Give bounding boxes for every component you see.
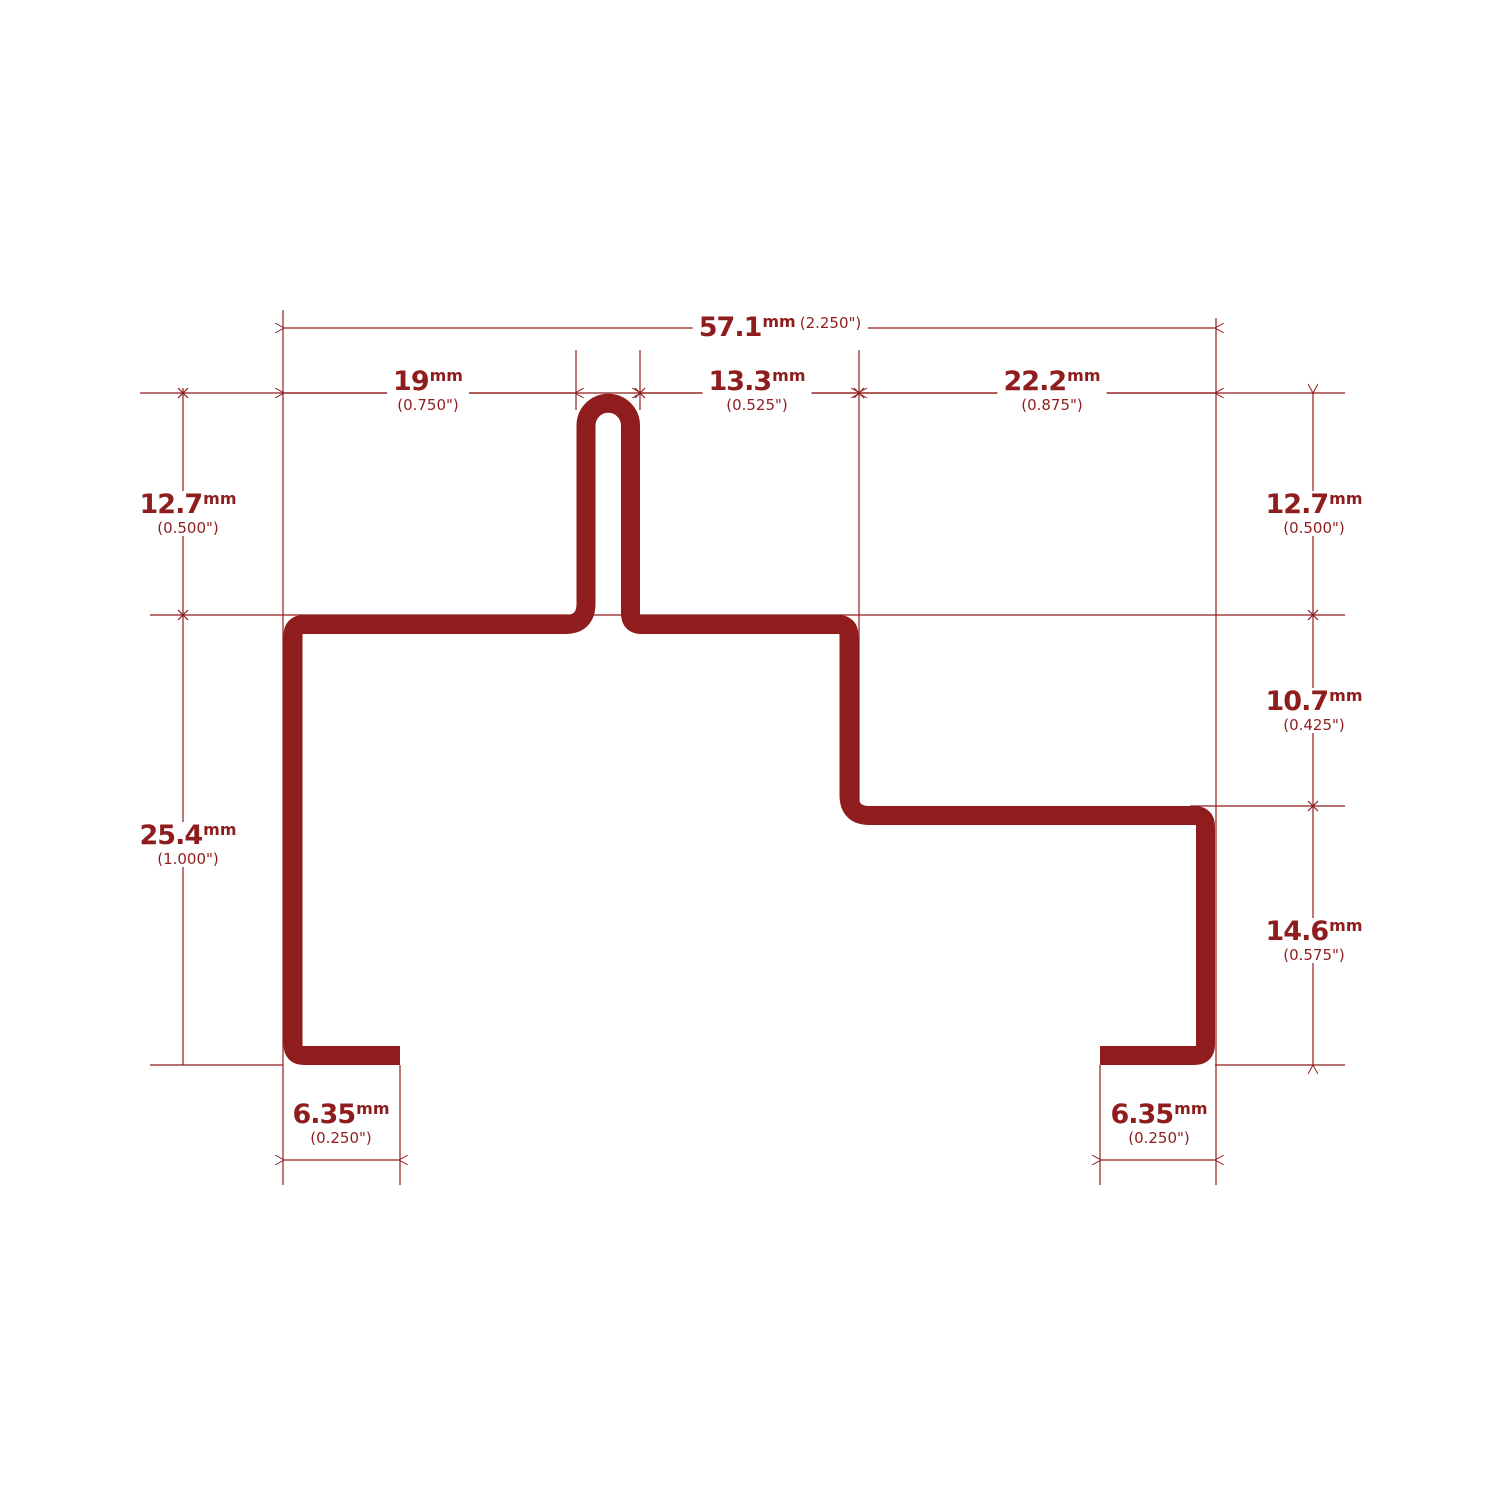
dim-inch: (1.000")	[157, 850, 219, 868]
overall-width-label: 57.1mm(2.250")	[692, 312, 868, 343]
right-flange-label: 6.35mm (0.250")	[1105, 1101, 1214, 1146]
dim-inch: (0.250")	[310, 1129, 372, 1147]
dim-unit: mm	[356, 1099, 390, 1118]
dim-inch: (0.250")	[1128, 1129, 1190, 1147]
dim-unit: mm	[203, 820, 237, 839]
dim-inch: (0.750")	[397, 396, 459, 414]
dim-unit: mm	[1329, 686, 1363, 705]
dim-inch: (0.875")	[1021, 396, 1083, 414]
dim-unit: mm	[1329, 489, 1363, 508]
dim-unit: mm	[1067, 366, 1101, 385]
dim-value: 10.7	[1265, 686, 1330, 717]
dim-value: 19	[393, 366, 430, 397]
dim-unit: mm	[429, 366, 463, 385]
dim-unit: mm	[1329, 916, 1363, 935]
dim-inch: (0.525")	[726, 396, 788, 414]
top-mid-width-label: 13.3mm (0.525")	[702, 366, 812, 414]
top-right-width-label: 22.2mm (0.875")	[997, 366, 1107, 414]
dim-unit: mm	[772, 366, 806, 385]
dim-inch: (0.425")	[1283, 716, 1345, 734]
dim-value: 12.7	[139, 489, 204, 520]
dim-value: 6.35	[292, 1099, 357, 1130]
left-stem-height-label: 12.7mm (0.500")	[133, 489, 243, 537]
dim-value: 22.2	[1003, 366, 1068, 397]
left-flange-label: 6.35mm (0.250")	[287, 1101, 396, 1146]
dim-inch: (2.250")	[799, 314, 862, 332]
dim-unit: mm	[762, 312, 796, 331]
dim-unit: mm	[203, 489, 237, 508]
top-left-width-label: 19mm (0.750")	[387, 368, 469, 413]
right-step-height-label: 10.7mm (0.425")	[1259, 686, 1369, 734]
dim-value: 14.6	[1265, 916, 1330, 947]
right-lower-height-label: 14.6mm (0.575")	[1259, 916, 1369, 964]
dim-value: 57.1	[698, 312, 763, 343]
right-stem-height-label: 12.7mm (0.500")	[1259, 489, 1369, 537]
dim-value: 13.3	[708, 366, 773, 397]
dim-inch: (0.500")	[1283, 519, 1345, 537]
tick-marks	[177, 387, 1319, 812]
dim-value: 6.35	[1110, 1099, 1175, 1130]
profile-outline	[283, 393, 1215, 1065]
left-body-height-label: 25.4mm (1.000")	[133, 820, 243, 868]
dim-unit: mm	[1174, 1099, 1208, 1118]
dim-value: 25.4	[139, 820, 204, 851]
dim-value: 12.7	[1265, 489, 1330, 520]
dim-inch: (0.575")	[1283, 946, 1345, 964]
dim-inch: (0.500")	[157, 519, 219, 537]
